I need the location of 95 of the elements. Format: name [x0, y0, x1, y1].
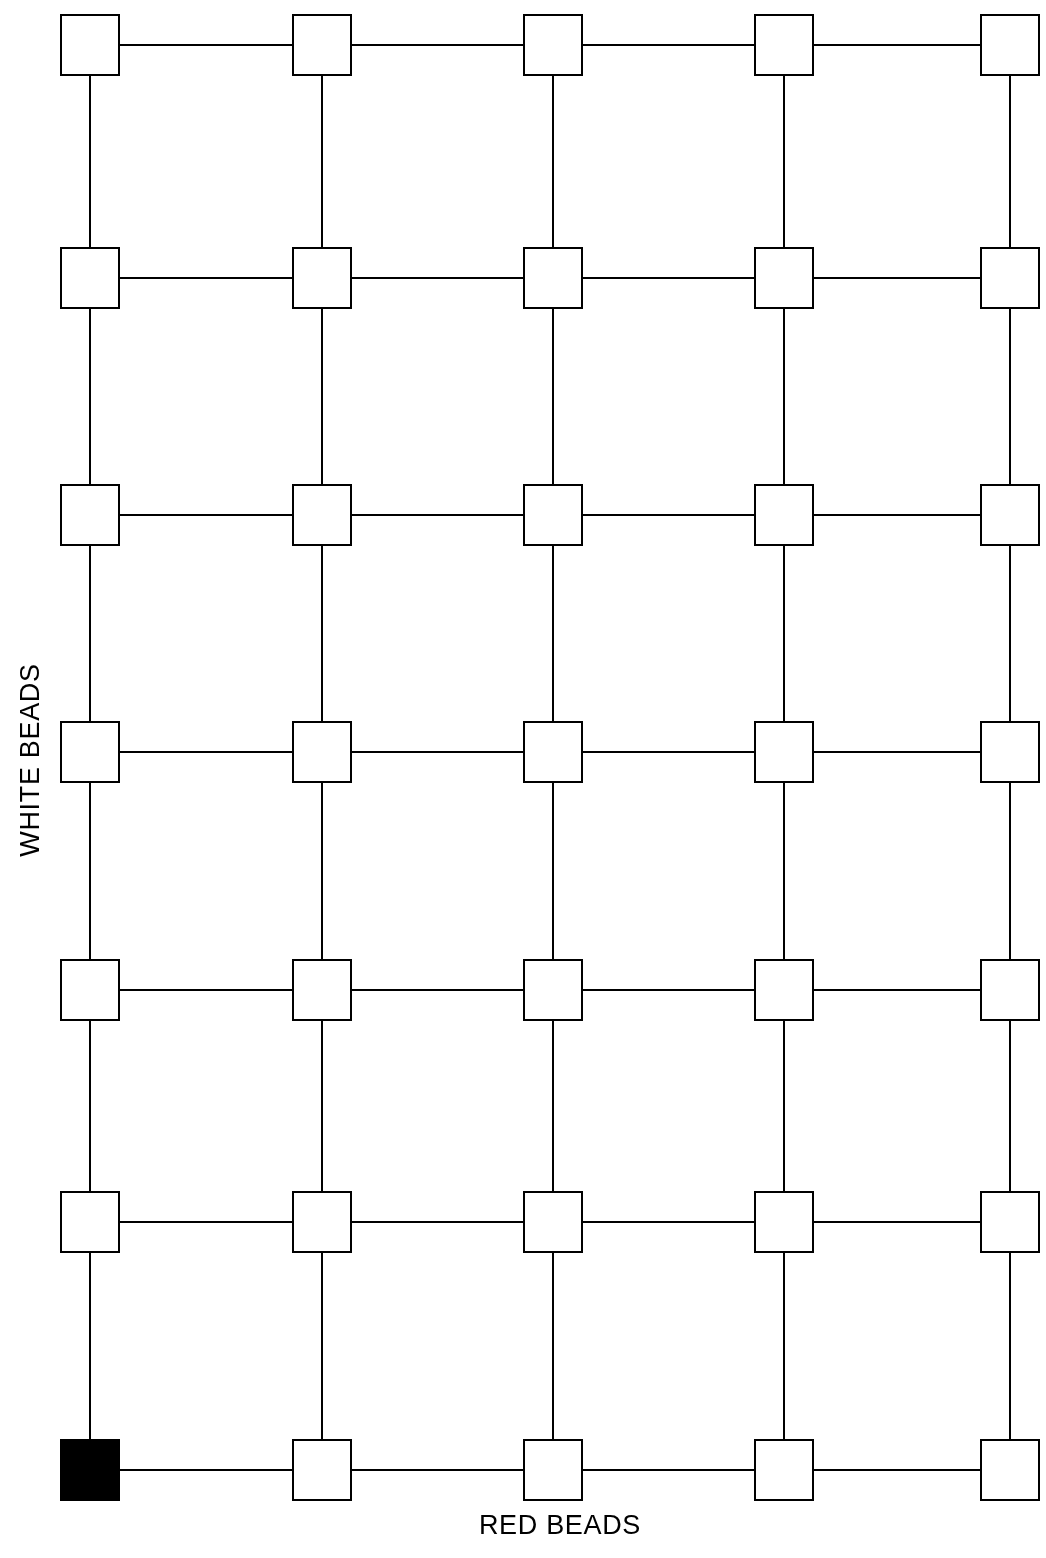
- bead-square: [523, 721, 583, 783]
- bead-square: [980, 1191, 1040, 1253]
- connector-line: [1009, 308, 1011, 485]
- connector-line: [582, 1469, 755, 1471]
- axis-label: RED BEADS: [478, 1509, 642, 1542]
- connector-line: [321, 545, 323, 722]
- bead-square: [292, 14, 352, 76]
- connector-line: [1009, 782, 1011, 960]
- bead-square: [754, 247, 814, 309]
- connector-line: [351, 44, 524, 46]
- bead-square: [523, 1191, 583, 1253]
- connector-line: [321, 75, 323, 248]
- bead-square: [60, 484, 120, 546]
- connector-line: [813, 751, 981, 753]
- connector-line: [783, 782, 785, 960]
- bead-square: [754, 1191, 814, 1253]
- connector-line: [783, 545, 785, 722]
- connector-line: [582, 44, 755, 46]
- bead-square: [60, 721, 120, 783]
- connector-line: [351, 751, 524, 753]
- bead-square: [980, 959, 1040, 1021]
- bead-square: [60, 14, 120, 76]
- bead-square: [292, 247, 352, 309]
- bead-square: [60, 247, 120, 309]
- connector-line: [89, 1252, 91, 1440]
- connector-line: [813, 989, 981, 991]
- connector-line: [1009, 545, 1011, 722]
- connector-line: [1009, 1020, 1011, 1192]
- bead-square: [60, 959, 120, 1021]
- bead-square: [292, 1191, 352, 1253]
- connector-line: [582, 277, 755, 279]
- connector-line: [552, 75, 554, 248]
- connector-line: [351, 514, 524, 516]
- bead-square: [292, 959, 352, 1021]
- bead-square: [980, 484, 1040, 546]
- connector-line: [1009, 75, 1011, 248]
- bead-square: [292, 484, 352, 546]
- bead-square: [523, 484, 583, 546]
- connector-line: [119, 277, 293, 279]
- connector-line: [783, 1020, 785, 1192]
- connector-line: [321, 308, 323, 485]
- bead-square: [523, 14, 583, 76]
- connector-line: [813, 1469, 981, 1471]
- connector-line: [813, 277, 981, 279]
- bead-square: [754, 14, 814, 76]
- connector-line: [351, 277, 524, 279]
- connector-line: [552, 782, 554, 960]
- connector-line: [582, 989, 755, 991]
- bead-square: [980, 721, 1040, 783]
- connector-line: [89, 1020, 91, 1192]
- connector-line: [582, 1221, 755, 1223]
- bead-square: [754, 721, 814, 783]
- bead-square: [523, 1439, 583, 1501]
- connector-line: [813, 1221, 981, 1223]
- connector-line: [582, 514, 755, 516]
- axis-label: WHITE BEADS: [13, 663, 46, 857]
- connector-line: [783, 308, 785, 485]
- connector-line: [119, 751, 293, 753]
- connector-line: [119, 514, 293, 516]
- bead-square: [980, 1439, 1040, 1501]
- connector-line: [582, 751, 755, 753]
- filled-bead-square: [60, 1439, 120, 1501]
- bead-square: [523, 959, 583, 1021]
- connector-line: [783, 1252, 785, 1440]
- connector-line: [813, 514, 981, 516]
- bead-square: [292, 721, 352, 783]
- connector-line: [351, 1221, 524, 1223]
- connector-line: [89, 308, 91, 485]
- connector-line: [552, 1020, 554, 1192]
- bead-square: [754, 484, 814, 546]
- connector-line: [1009, 1252, 1011, 1440]
- connector-line: [119, 1221, 293, 1223]
- bead-square: [754, 959, 814, 1021]
- connector-line: [321, 1020, 323, 1192]
- bead-square: [980, 14, 1040, 76]
- connector-line: [89, 545, 91, 722]
- connector-line: [552, 308, 554, 485]
- connector-line: [119, 1469, 293, 1471]
- connector-line: [783, 75, 785, 248]
- connector-line: [351, 989, 524, 991]
- connector-line: [552, 1252, 554, 1440]
- bead-square: [292, 1439, 352, 1501]
- connector-line: [89, 782, 91, 960]
- connector-line: [119, 44, 293, 46]
- bead-square: [523, 247, 583, 309]
- connector-line: [119, 989, 293, 991]
- connector-line: [351, 1469, 524, 1471]
- bead-square: [60, 1191, 120, 1253]
- connector-line: [89, 75, 91, 248]
- connector-line: [813, 44, 981, 46]
- connector-line: [552, 545, 554, 722]
- bead-square: [980, 247, 1040, 309]
- bead-square: [754, 1439, 814, 1501]
- connector-line: [321, 1252, 323, 1440]
- connector-line: [321, 782, 323, 960]
